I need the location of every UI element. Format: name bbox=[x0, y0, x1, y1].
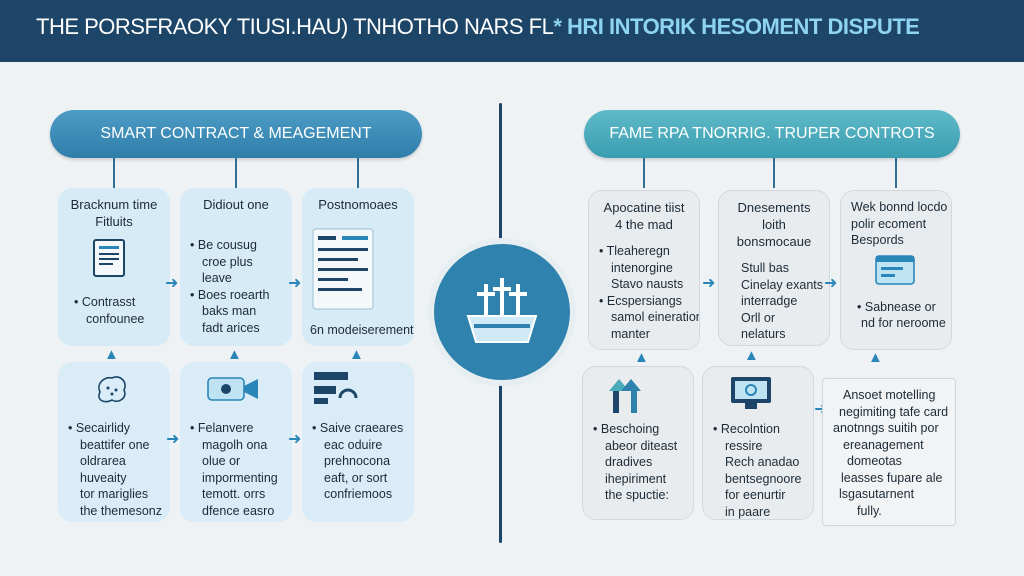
left-card-2: Didiout one Be cousug croe plus leave Bo… bbox=[180, 188, 292, 346]
right-card-5: Recolntion ressire Rech anadao bentsegno… bbox=[702, 366, 814, 520]
right-section-header: FAME RPA TNORRIG. TRUPER CONTROTS bbox=[584, 110, 960, 158]
connector bbox=[643, 158, 645, 188]
right-card-1: Apocatine tiist 4 the mad Tleaheregn int… bbox=[588, 190, 700, 350]
header-bar: THE PORSFRAOKY TIUSI.HAU) TNHOTHO NARS F… bbox=[0, 0, 1024, 62]
browser-window-icon bbox=[875, 255, 915, 285]
left-section-header: SMART CONTRACT & MEAGEMENT bbox=[50, 110, 422, 158]
left-card-1: Bracknum time Fitluits Contrasst confoun… bbox=[58, 188, 170, 346]
connector bbox=[113, 158, 115, 188]
flow-arrow: ➜ bbox=[824, 275, 838, 292]
toggle-icon bbox=[314, 372, 358, 404]
checklist-icon bbox=[312, 228, 374, 310]
up-arrow: ▲ bbox=[104, 346, 119, 363]
flow-arrow: ➜ bbox=[288, 275, 302, 292]
document-icon bbox=[93, 239, 125, 277]
video-camera-icon bbox=[207, 377, 258, 401]
up-arrow: ▲ bbox=[227, 346, 242, 363]
connector bbox=[895, 158, 897, 188]
left-card-5: Felanvere magolh ona olue or impormentin… bbox=[180, 362, 292, 522]
flow-arrow: ➜ bbox=[288, 431, 302, 448]
connector bbox=[773, 158, 775, 188]
flow-arrow: ➜ bbox=[702, 275, 716, 292]
up-arrow: ▲ bbox=[634, 349, 649, 366]
up-arrow: ▲ bbox=[868, 349, 883, 366]
right-card-2: Dnesements loith bonsmocaue Stull bas Ci… bbox=[718, 190, 830, 346]
up-arrow: ▲ bbox=[744, 347, 759, 364]
connector bbox=[235, 158, 237, 188]
monitor-icon bbox=[731, 377, 771, 409]
right-card-3: Wek bonnd locdo polir ecoment Bespords S… bbox=[840, 190, 952, 350]
page-title: THE PORSFRAOKY TIUSI.HAU) TNHOTHO NARS F… bbox=[36, 14, 920, 39]
left-card-6: Saive craeares eac oduire prehnocona eaf… bbox=[302, 362, 414, 522]
up-arrow: ▲ bbox=[349, 346, 364, 363]
brain-icon bbox=[98, 376, 126, 403]
left-card-4: Secairlidy beattifer one oldrarea huveai… bbox=[58, 362, 170, 522]
connector bbox=[357, 158, 359, 188]
right-note: Ansoet motelling negimiting tafe card an… bbox=[822, 378, 956, 526]
center-hub-icon bbox=[466, 278, 538, 343]
right-card-4: Beschoing abeor diteast dradives ihepiri… bbox=[582, 366, 694, 520]
left-card-3: Postnomoaes 6n modeiserement bbox=[302, 188, 414, 346]
building-icon bbox=[609, 379, 641, 413]
flow-arrow: ➜ bbox=[166, 431, 180, 448]
center-hub bbox=[434, 244, 570, 380]
flow-arrow: ➜ bbox=[165, 275, 179, 292]
